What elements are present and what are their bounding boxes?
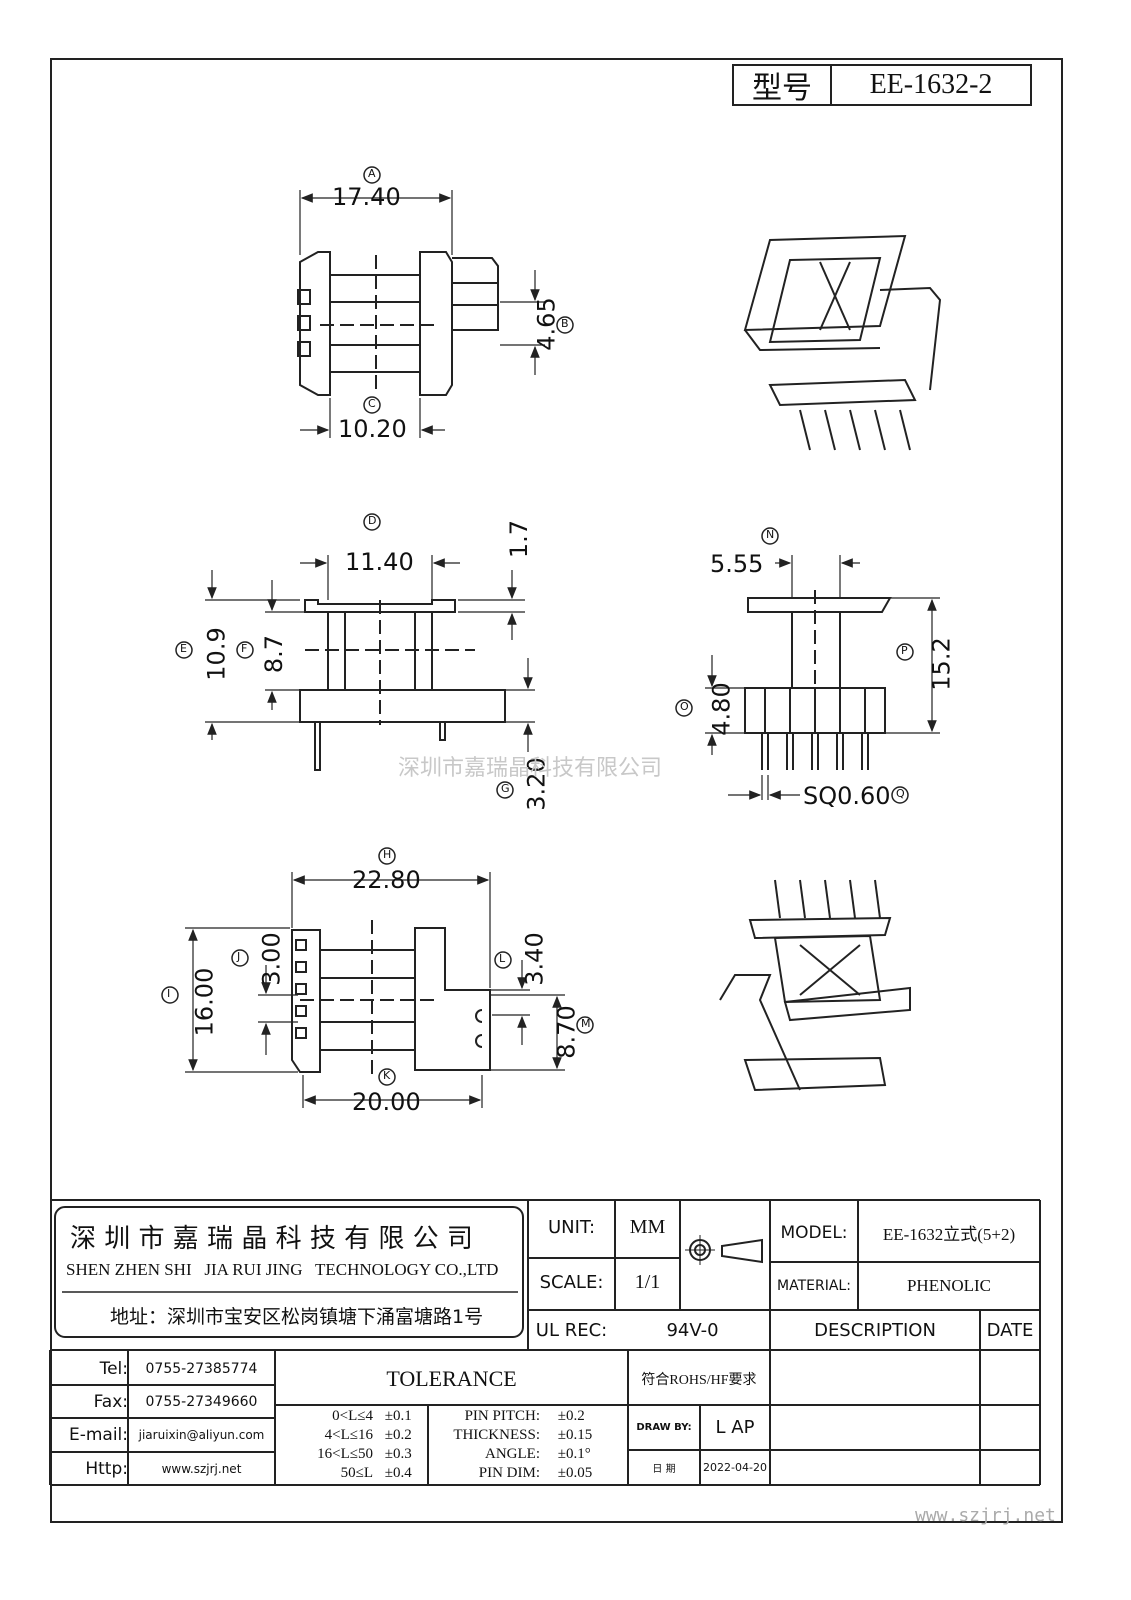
bottom-view: [161, 847, 594, 1108]
front-view: [175, 513, 535, 799]
http-value: www.szjrj.net: [161, 1461, 242, 1476]
fax-value: 0755-27349660: [145, 1393, 258, 1410]
draw-by-label: DRAW BY:: [636, 1422, 692, 1433]
description-header: DESCRIPTION: [814, 1319, 936, 1341]
marker-c: C: [368, 397, 376, 410]
dim-c: 10.20: [338, 415, 407, 443]
tolerance-title: TOLERANCE: [386, 1365, 517, 1391]
marker-h: H: [383, 848, 392, 861]
scale-value: 1/1: [634, 1270, 661, 1293]
spec-row: THICKNESS: ±0.15: [453, 1427, 593, 1443]
material-value: PHENOLIC: [906, 1276, 992, 1295]
company-name-cn: 深 圳 市 嘉 瑞 晶 科 技 有 限 公 司: [70, 1224, 473, 1254]
company-name-en: SHEN ZHEN SHI JIA RUI JING TECHNOLOGY CO…: [66, 1260, 499, 1279]
watermark-url: www.szjrj.net: [915, 1505, 1056, 1526]
tolerance-specs: PIN PITCH: ±0.2 THICKNESS: ±0.15 ANGLE: …: [430, 1407, 626, 1483]
marker-d: D: [368, 514, 377, 527]
marker-n: N: [766, 528, 775, 541]
side-view: [675, 527, 940, 804]
unit-label: UNIT:: [547, 1217, 596, 1238]
marker-k: K: [383, 1069, 391, 1082]
marker-g: G: [501, 782, 510, 795]
marker-o: O: [680, 700, 689, 713]
model-box-value: EE-1632-2: [830, 64, 1032, 106]
dim-h: 22.80: [352, 866, 421, 894]
model-value: EE-1632立式(5+2): [882, 1225, 1016, 1244]
date-cn-label: 日 期: [652, 1464, 676, 1475]
marker-p: P: [901, 644, 908, 657]
tel-value: 0755-27385774: [145, 1360, 258, 1377]
date-header: DATE: [986, 1319, 1034, 1341]
dim-n: 5.55: [710, 550, 764, 578]
tolerance-row: 4<L≤16 ±0.2: [324, 1427, 412, 1443]
marker-b: B: [561, 317, 569, 330]
tolerance-row: 0<L≤4 ±0.1: [332, 1408, 412, 1424]
dim-q: SQ0.60: [803, 782, 891, 810]
marker-e: E: [180, 642, 187, 655]
watermark-company: 深圳市嘉瑞晶科技有限公司: [398, 756, 663, 781]
drawing-frame: [50, 58, 1063, 1523]
tolerance-row: 16<L≤50 ±0.3: [317, 1446, 412, 1462]
marker-j: J: [237, 950, 241, 963]
draw-by-value: L AP: [715, 1417, 755, 1438]
tolerance-ranges: 0<L≤4 ±0.1 4<L≤16 ±0.2 16<L≤50 ±0.3 50≤L…: [285, 1407, 425, 1483]
marker-l: L: [499, 952, 506, 965]
spec-row: PIN DIM: ±0.05: [478, 1465, 593, 1481]
email-value: jiaruixin@aliyun.com: [138, 1428, 265, 1442]
dim-a: 17.40: [332, 183, 401, 211]
tolerance-row: 50≤L ±0.4: [340, 1465, 412, 1481]
ul-label: UL REC:: [535, 1319, 608, 1341]
material-label: MATERIAL:: [777, 1278, 851, 1294]
marker-m: M: [581, 1017, 591, 1030]
model-label: MODEL:: [780, 1222, 848, 1243]
model-box-label: 型号: [732, 64, 832, 106]
date-value: 2022-04-20: [703, 1461, 767, 1474]
unit-value: MM: [629, 1216, 666, 1238]
ul-value: 94V-0: [666, 1319, 719, 1341]
dim-k: 20.00: [352, 1088, 421, 1116]
marker-i: I: [167, 987, 171, 1000]
tel-label: Tel:: [99, 1358, 128, 1379]
http-label: Http:: [85, 1458, 128, 1479]
marker-q: Q: [896, 787, 905, 800]
scale-label: SCALE:: [539, 1271, 604, 1293]
marker-f: F: [241, 642, 248, 655]
rohs-note: 符合ROHS/HF要求: [641, 1372, 757, 1388]
isometric-view-top: [743, 234, 942, 451]
dim-d: 11.40: [345, 548, 414, 576]
marker-a: A: [368, 167, 376, 180]
technical-drawing: [161, 166, 942, 1108]
spec-row: ANGLE: ±0.1°: [485, 1446, 591, 1462]
email-label: E-mail:: [68, 1425, 128, 1445]
fax-label: Fax:: [93, 1391, 128, 1412]
spec-row: PIN PITCH: ±0.2: [464, 1408, 585, 1424]
isometric-view-bottom: [719, 879, 911, 1092]
top-view: [297, 166, 574, 438]
company-address: 地址：深圳市宝安区松岗镇塘下涌富塘路1号: [110, 1306, 484, 1328]
